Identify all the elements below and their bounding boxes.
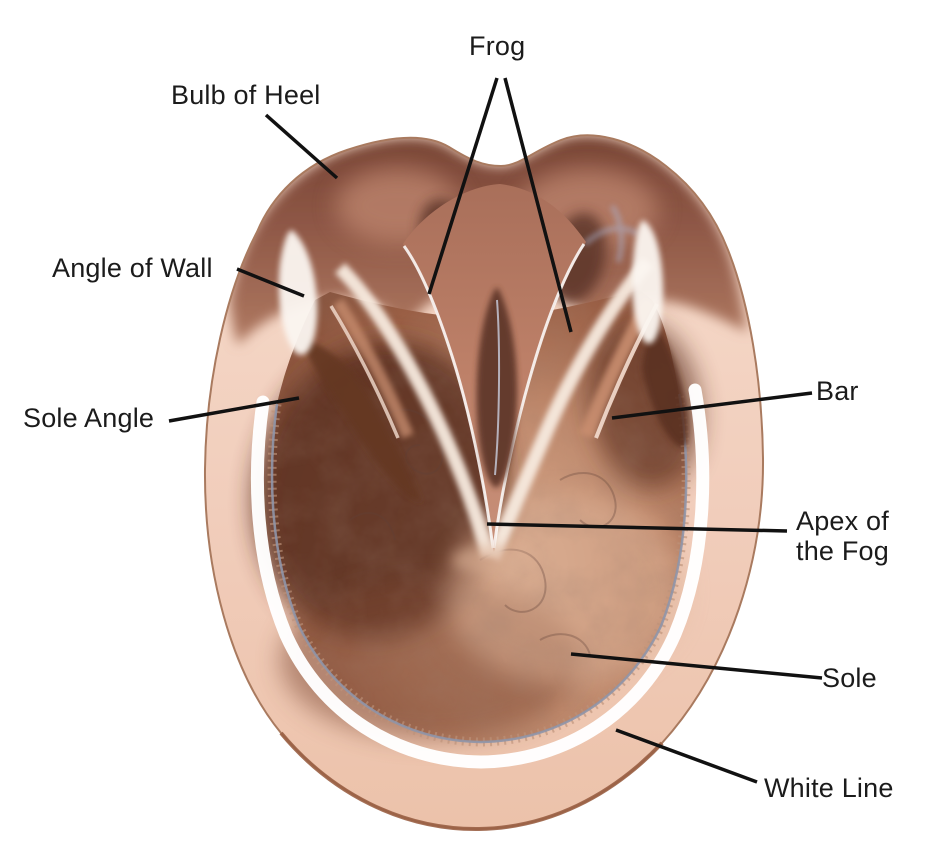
- hoof-bottom-rim: [279, 731, 664, 832]
- label-bar: Bar: [816, 376, 859, 406]
- central-sulcus-line: [494, 299, 501, 476]
- leader-apex-of-the-fog: [486, 522, 788, 533]
- leader-bulb-of-heel: [264, 113, 339, 180]
- angle-of-wall-highlight-right: [632, 220, 663, 344]
- frog-apex-highlight: [452, 546, 532, 574]
- label-apex-of-the-fog: Apex of the Fog: [796, 506, 889, 566]
- frog-edge-right: [492, 243, 586, 549]
- bar-ridge-left: [329, 298, 414, 439]
- sole-boundary-line: [270, 393, 688, 744]
- frog-edge-left: [402, 245, 495, 549]
- collateral-groove-right: [486, 257, 654, 561]
- label-angle-of-wall: Angle of Wall: [52, 253, 213, 283]
- hoof-outline: [203, 134, 765, 831]
- collateral-groove-left: [335, 263, 495, 558]
- label-sole: Sole: [822, 663, 877, 693]
- sole-angle-wedge-left: [300, 338, 422, 502]
- central-sulcus: [476, 287, 518, 488]
- leader-white-line: [615, 728, 758, 784]
- label-sole-angle: Sole Angle: [23, 403, 155, 433]
- leader-sole: [570, 652, 823, 680]
- leader-bar: [611, 391, 813, 420]
- sole-angle-wedge-right: [642, 326, 689, 448]
- leader-frog-right: [503, 77, 573, 333]
- label-bulb-of-heel: Bulb of Heel: [171, 80, 321, 110]
- label-frog: Frog: [469, 31, 526, 61]
- leader-frog-left: [427, 77, 499, 295]
- label-white-line: White Line: [764, 773, 894, 803]
- white-line-band: [250, 383, 710, 769]
- leader-sole-angle: [168, 396, 300, 423]
- leader-angle-of-wall: [236, 267, 305, 298]
